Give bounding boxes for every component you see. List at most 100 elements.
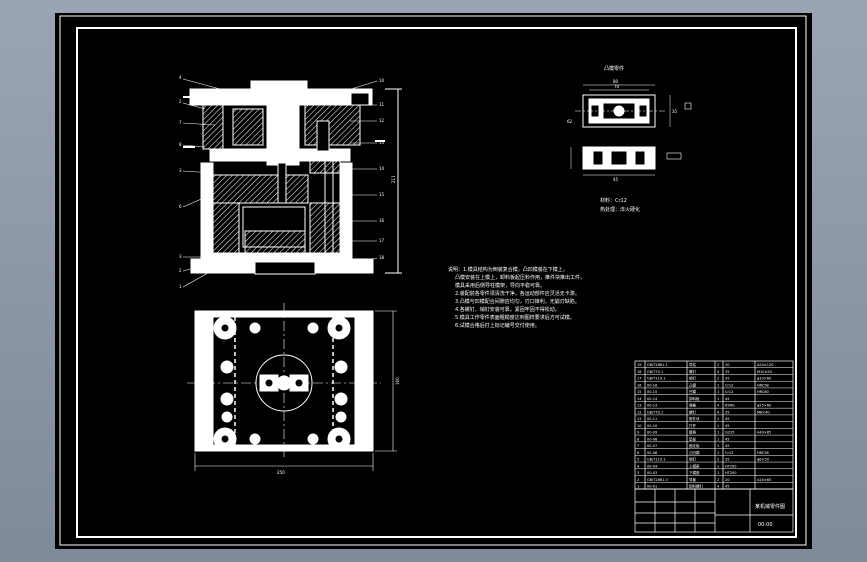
- inner-border: [76, 27, 797, 538]
- bom-cell: 00-09: [647, 431, 657, 435]
- bom-cell: M10×50: [757, 370, 772, 374]
- bom-cell: 弹簧: [689, 403, 697, 408]
- callout-label: 8: [179, 142, 182, 147]
- outer-border: [59, 15, 807, 546]
- bom-cell: 45: [725, 397, 729, 401]
- bom-cell: 销钉: [689, 376, 697, 381]
- dim-overall-height: 211: [391, 175, 396, 183]
- bom-cell: φ8×50: [757, 458, 769, 462]
- bom-cell: 11: [637, 417, 641, 421]
- bom-cell: GB/T119.1: [647, 458, 665, 462]
- bom-cell: 1: [717, 464, 719, 468]
- bom-cell: 1: [717, 424, 719, 428]
- bom-cell: 模柄: [689, 430, 697, 435]
- bom-cell: 1: [717, 383, 719, 387]
- bom-cell: 凸凹模: [689, 450, 700, 455]
- dim-part-width: 70: [614, 84, 620, 89]
- bom-cell: HT200: [725, 471, 736, 475]
- callout-label: 2: [179, 268, 182, 273]
- bom-cell: M8×40: [757, 410, 770, 414]
- part-heading: 凸模零件: [604, 65, 624, 72]
- bom-cell: 1: [717, 417, 719, 421]
- callout-label: 13: [379, 140, 385, 145]
- bom-cell: 00-14: [647, 397, 658, 401]
- callout-label: 2: [179, 99, 182, 104]
- callout-label: 10: [379, 78, 385, 83]
- dim-part-bottom: 45: [613, 177, 619, 182]
- bom-cell: 卸料螺钉: [689, 484, 703, 489]
- bom-cell: 35: [725, 458, 729, 462]
- bom-cell: A20×120: [757, 363, 773, 367]
- part-detail-view: [570, 84, 692, 176]
- bom-cell: 凹模: [689, 389, 697, 394]
- bom-cell: 销钉: [689, 457, 697, 462]
- bom-cell: 1: [717, 397, 719, 401]
- bom-cell: GB/T70.1: [647, 370, 663, 374]
- part-note: 热处理：淬火硬化: [600, 206, 640, 213]
- note-line: 5.模具工作零件表面粗糙度达到图样要求后方可试模。: [455, 314, 575, 321]
- bom-cell: 垫板: [689, 436, 697, 441]
- dim-plan-height: 160: [395, 377, 400, 385]
- callout-label: 14: [379, 166, 385, 171]
- bom-cell: 6: [637, 451, 639, 455]
- bom-cell: 1: [717, 390, 719, 394]
- note-line: 说明：1.模具结构为倒装复合模，凸凹模装在下模上，: [448, 266, 568, 273]
- bom-cell: 00-16: [647, 383, 657, 387]
- bom-cell: A20×65: [757, 478, 771, 482]
- bom-cell: 00-13: [647, 404, 657, 408]
- note-line: 4.各螺钉、销钉安装可靠，紧固牢固不得松动。: [455, 306, 560, 313]
- bom-cell: HT200: [725, 464, 736, 468]
- bom-cell: 12: [637, 410, 641, 414]
- bom-cell: 1: [717, 444, 719, 448]
- callout-label: 16: [379, 218, 385, 223]
- bom-cell: Cr12: [725, 451, 733, 455]
- bom-cell: φ10×60: [757, 377, 771, 381]
- bom-cell: 13: [637, 404, 641, 408]
- bom-cell: GB/T70.1: [647, 410, 663, 414]
- note-line: 凸模安装在上模上，卸料板起压料作用，推件块推出工件，: [455, 274, 585, 281]
- bom-cell: HRC58: [757, 451, 769, 455]
- leaders-left: [182, 78, 221, 288]
- callout-label: 4: [179, 75, 182, 80]
- bom-cell: 2: [717, 458, 719, 462]
- bom-cell: 2: [717, 363, 719, 367]
- bom-cell: 35: [725, 377, 729, 381]
- bom-cell: Cr12: [725, 383, 733, 387]
- bom-cell: 1: [717, 437, 719, 441]
- bom-cell: 下模座: [689, 470, 700, 475]
- bom-cell: 推件块: [689, 416, 700, 421]
- drawing-canvas: 211 4 2 7 8 3 6 3 2 1 10 11 12: [59, 15, 807, 546]
- note-line: 2.装配前各零件须清洗干净，各运动部件应灵活无卡滞。: [455, 290, 580, 297]
- bom-cell: Cr12: [725, 390, 733, 394]
- bom-cell: 上模座: [689, 463, 700, 468]
- bom-cell: 00-01: [647, 485, 657, 489]
- dim-part-right: 35: [672, 109, 678, 114]
- bom-cell: 打杆: [689, 423, 697, 428]
- bom-cell: 00-06: [647, 451, 657, 455]
- bom-cell: 7: [637, 444, 639, 448]
- note-line: 6.试模合格后打上标记编号交付使用。: [455, 322, 540, 329]
- bom-cell: 35: [725, 370, 729, 374]
- bom-cell: 15: [637, 390, 641, 394]
- bom-cell: 14: [637, 397, 642, 401]
- drawing-name: 某机械零件图: [755, 503, 785, 510]
- bom-cell: 1: [717, 471, 719, 475]
- dim-plan-width: 250: [277, 470, 285, 475]
- dim-part-top: 80: [613, 79, 619, 84]
- bom-cell: 1: [717, 451, 719, 455]
- bom-cell: 00-03: [647, 471, 657, 475]
- callout-label: 3: [179, 168, 182, 173]
- bom-cell: 45: [725, 437, 729, 441]
- bom-cell: 00-04: [647, 464, 658, 468]
- bom-cell: 固定板: [689, 443, 700, 448]
- part-material: 材料：Cr12: [600, 197, 627, 204]
- technical-notes: 说明：1.模具结构为倒装复合模，凸凹模装在下模上， 凸模安装在上模上，卸料板起压…: [448, 266, 585, 329]
- bom-cell: 卸料板: [689, 396, 700, 401]
- callouts-right: 10 11 12 13 14 15 16 17 18: [379, 78, 385, 260]
- callout-label: 3: [179, 254, 182, 259]
- drawing-number: 00-00: [758, 522, 773, 528]
- bom-cell: 18: [637, 370, 641, 374]
- bom-cell: A40×85: [757, 431, 771, 435]
- bom-cell: GB/T119.1: [647, 377, 665, 381]
